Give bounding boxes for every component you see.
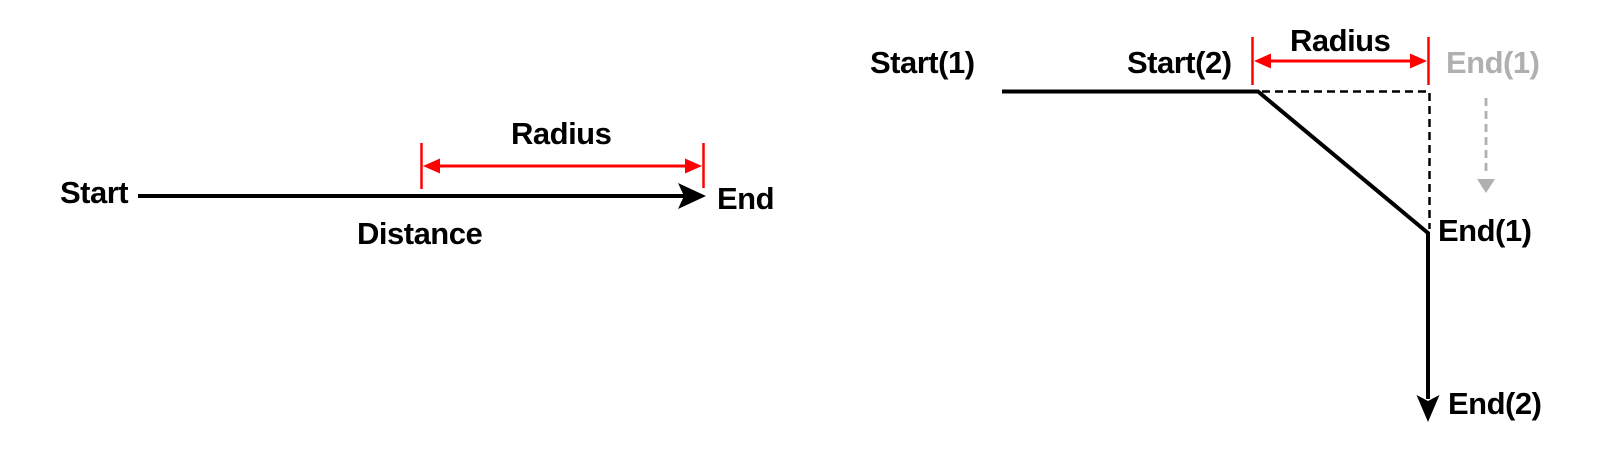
radius-label: Radius [1290, 23, 1391, 58]
radius-label: Radius [511, 116, 612, 151]
arrow-right-red-icon [1410, 53, 1427, 69]
arrow-right-icon [678, 183, 706, 209]
arrow-down-icon [1416, 395, 1440, 422]
start2-label: Start(2) [1127, 45, 1232, 80]
shortened-route-path [1002, 89, 1430, 399]
arrow-left-red-icon [423, 158, 440, 174]
original-route-dashed-path [1262, 90, 1431, 229]
start1-label: Start(1) [870, 45, 975, 80]
arrow-down-gray-icon [1477, 179, 1495, 193]
arrow-right-red-icon [685, 158, 702, 174]
start-label: Start [60, 175, 129, 210]
end1-label: End(1) [1438, 213, 1532, 248]
ghost-end1-label: End(1) [1446, 45, 1540, 80]
distance-label: Distance [357, 216, 483, 251]
end2-label: End(2) [1448, 386, 1542, 421]
end-label: End [717, 181, 775, 216]
right-shortened-path-diagram [1002, 37, 1495, 422]
left-distance-diagram [138, 143, 706, 209]
arrow-left-red-icon [1254, 53, 1271, 69]
